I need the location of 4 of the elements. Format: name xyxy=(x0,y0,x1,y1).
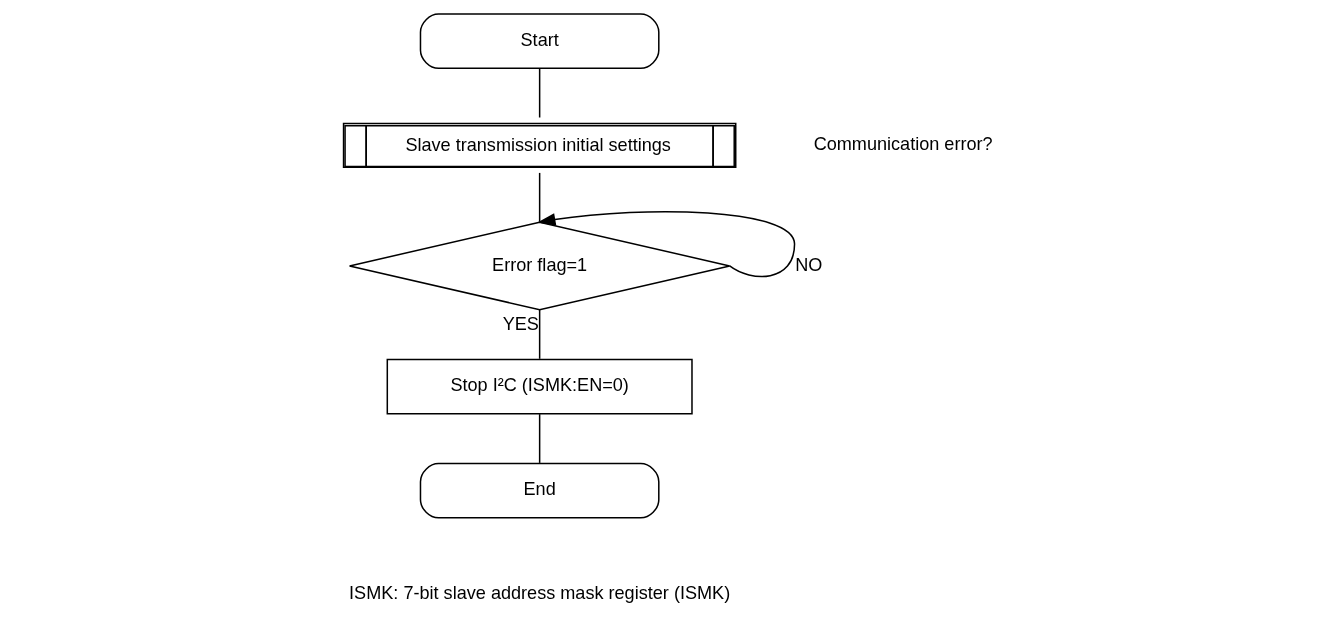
label: Communication error? xyxy=(813,133,993,154)
edge-label: YES xyxy=(502,313,539,334)
label: ISMK: 7-bit slave address mask register (ISMK) xyxy=(348,583,730,604)
edge-label: NO xyxy=(794,254,822,275)
